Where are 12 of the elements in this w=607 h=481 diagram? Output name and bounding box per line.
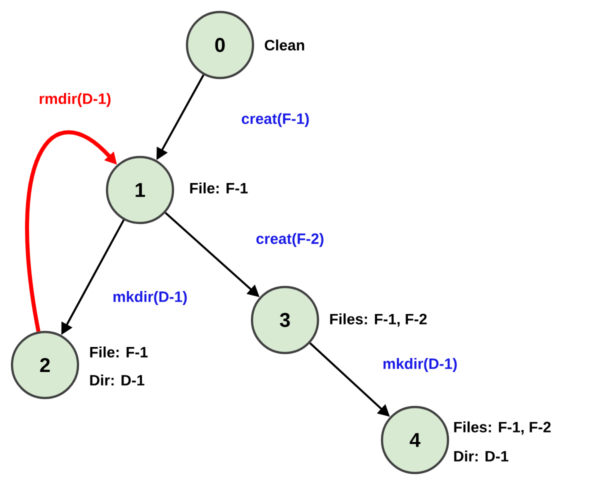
state-label: File: F-1 [90,346,148,358]
state-label: Files: F-1, F-2 [454,421,551,435]
edge-label: creat(F-1) [240,112,311,128]
state-label: Dir: D-1 [90,374,144,386]
state-label: Clean [264,39,304,50]
state-label: Files: F-1, F-2 [330,313,427,327]
edge-label: rmdir(D-1) [38,92,112,108]
state-label: File: F-1 [190,182,248,194]
edge-label: creat(F-2) [254,232,326,248]
edge-label: mkdir(D-1) [382,357,458,373]
state-label: Dir: D-1 [454,450,508,462]
edge-label: mkdir(D-1) [112,290,188,306]
